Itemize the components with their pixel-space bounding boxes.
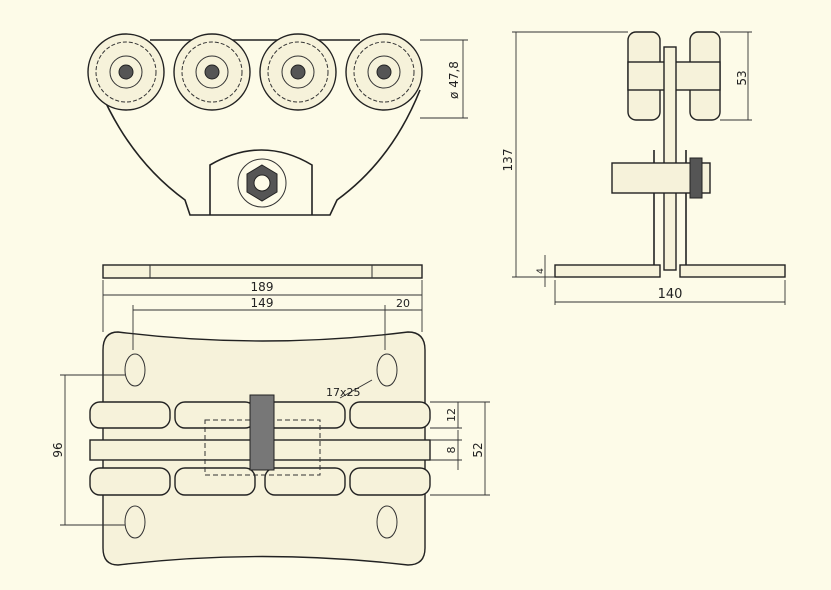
- base-plate: [102, 264, 423, 279]
- slot-hole: [376, 353, 398, 387]
- front-view: ø 47,8: [87, 33, 468, 279]
- dim-total-height: 137: [501, 149, 515, 172]
- top-view: 189 149 20 96 17x25 12 8 52: [51, 280, 490, 566]
- center-plate: [663, 46, 677, 271]
- carriage-body: [99, 89, 421, 216]
- wheel: [173, 33, 251, 111]
- dim-plate-thickness: 4: [536, 268, 546, 274]
- dim-center-bar: 8: [445, 447, 458, 454]
- dim-roller-span: 52: [471, 442, 485, 457]
- dim-plate-length: 189: [251, 280, 274, 294]
- side-view: 137 53 4 140: [501, 31, 786, 305]
- bolt-boss: [209, 149, 313, 215]
- dim-hole-edge: 20: [396, 297, 410, 310]
- dim-slot-size: 17x25: [326, 386, 361, 399]
- dim-hole-spacing: 149: [251, 296, 274, 310]
- side-base-left: [554, 264, 661, 278]
- slot-hole: [124, 505, 146, 539]
- dim-side-base-width: 140: [658, 287, 683, 302]
- dim-wheel-width: 53: [735, 70, 749, 85]
- slot-hole: [376, 505, 398, 539]
- dim-roller-row: 12: [445, 408, 458, 422]
- dim-plate-width: 96: [51, 442, 65, 457]
- center-bolt: [237, 158, 287, 208]
- wheels: [87, 33, 423, 111]
- wheel: [87, 33, 165, 111]
- roller-rows: [89, 394, 431, 496]
- wheel: [345, 33, 423, 111]
- wheel: [259, 33, 337, 111]
- slot-hole: [124, 353, 146, 387]
- side-base-right: [679, 264, 786, 278]
- dim-wheel-diameter: ø 47,8: [447, 61, 461, 99]
